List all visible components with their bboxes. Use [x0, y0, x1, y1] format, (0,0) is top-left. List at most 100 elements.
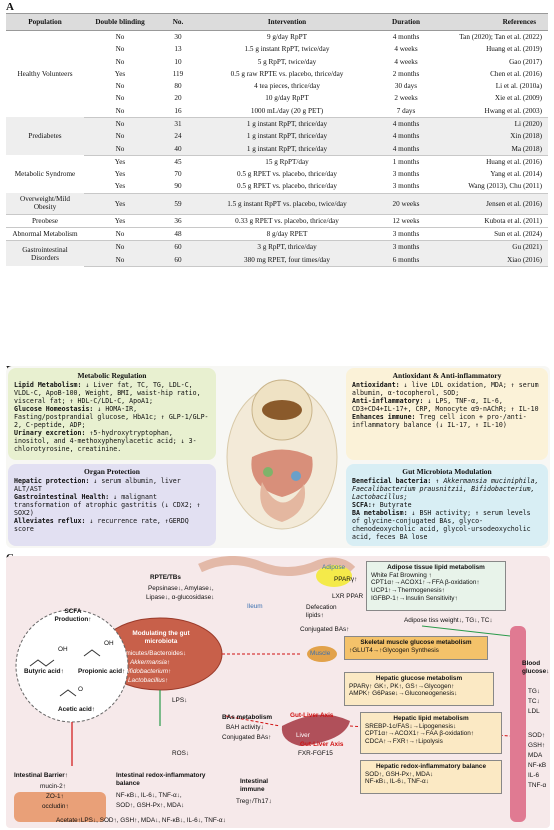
duration-cell: 4 months	[374, 142, 438, 156]
population-cell: Prediabetes	[6, 117, 84, 156]
double-blinding-cell: Yes	[114, 157, 126, 166]
table-header-row: Population Double blinding No. Intervent…	[6, 13, 548, 31]
lipid-metabolism-text: Lipid Metabolism: ↓ Liver fat, TC, TG, L…	[14, 381, 201, 406]
double-blinding-cell: Yes	[84, 180, 156, 194]
intervention-cell: 4 tea pieces, thrice/day	[254, 82, 320, 91]
intestinal-redox-title: Intestinal redox-inflammatory balance	[116, 772, 206, 787]
hepatic-protection-text: Hepatic protection: ↓ serum albumin, liv…	[14, 477, 181, 494]
reference-cell: Kubota et al. (2011)	[438, 214, 548, 229]
microbiota-line1: Firmicutes/Bacteroides↓	[118, 650, 187, 657]
duration-cell: 2 months	[392, 69, 420, 78]
alleviates-reflux-text: Alleviates reflux: ↓ recurrence rate, ↑G…	[14, 517, 189, 534]
intervention-cell: 1 g instant RpPT, thrice/day	[200, 142, 374, 156]
intestinal-immune-line1: Treg↑/Th17↓	[236, 798, 272, 805]
fxr-label: FXR-FGF15	[298, 750, 333, 757]
number-cell: 30	[174, 33, 182, 41]
reference-cell: Li et al. (2010a)	[495, 82, 542, 91]
scfa-text: SCFA:↑ Butyrate	[352, 501, 412, 510]
hepatic-lipid-title: Hepatic lipid metabolism	[393, 715, 469, 722]
muscle-icon	[307, 646, 337, 662]
intestinal-redox-line2: SOD↑, GSH-Px↑, MDA↓	[116, 802, 185, 809]
adipose-label: Adipose	[322, 564, 346, 571]
number-cell: 90	[156, 180, 200, 194]
duration-cell: 3 months	[392, 170, 420, 179]
intervention-cell: 8 g/day RPET	[200, 227, 374, 242]
liver-icon	[251, 449, 313, 497]
antioxidant-box: Antioxidant & Anti-inflammatory Antioxid…	[346, 368, 548, 460]
duration-cell: 2 weeks	[394, 94, 418, 103]
hepatic-redox-box: Hepatic redox-inflammatory balance SOD↑,…	[360, 760, 502, 794]
intervention-cell: 1000 mL/day (20 g PET)	[200, 104, 374, 118]
duration-cell: 4 months	[392, 33, 420, 41]
bas-metabolism-title: BAs metabolism	[222, 714, 273, 721]
number-cell: 45	[174, 157, 182, 166]
blood-sod: SOD↑	[528, 732, 546, 739]
intestinal-barrier-title: Intestinal Barrier↑	[14, 772, 68, 779]
double-blinding-cell: No	[84, 117, 156, 131]
rpte-line1: Pepsinase↓, Amylase↓,	[148, 585, 214, 592]
double-blinding-cell: No	[84, 227, 156, 242]
double-blinding-cell: No	[115, 57, 125, 66]
reference-cell: Gu (2021)	[438, 240, 548, 254]
blood-nfkb: NF-κB	[528, 762, 547, 769]
duration-cell: 6 months	[374, 253, 438, 267]
lxr-label: LXR PPAR	[332, 593, 364, 600]
occludin-label: occludin↑	[42, 803, 69, 810]
intervention-cell: 1.5 g instant RpPT vs. placebo, twice/da…	[200, 193, 374, 215]
population-cell: Overweight/Mild Obesity	[6, 193, 84, 215]
population-cell: Gastrointestinal Disorders	[6, 240, 84, 267]
hepatic-redox-line2: NF-κB↓, IL-6↓, TNF-α↓	[365, 778, 429, 786]
reference-cell: Huang et al. (2016)	[486, 157, 542, 166]
hepatic-glucose-title: Hepatic glucose metabolism	[375, 675, 463, 682]
number-cell: 59	[156, 193, 200, 215]
blood-tc: TC↓	[528, 698, 540, 705]
duration-cell: 20 weeks	[374, 193, 438, 215]
hepatic-glucose-line4: G6Pase↓→Gluconeogenesis↓	[372, 690, 458, 698]
scfa-oh-butyric: OH	[58, 646, 68, 653]
hepatic-glucose-ppar: PPARγ↑	[349, 682, 373, 690]
antioxidant-text: Antioxidant: ↓ live LDL oxidation, MDA; …	[352, 381, 539, 398]
microbiota-title: Modulating the gut microbiota	[132, 630, 190, 645]
intervention-cell: 1 g instant RpPT, thrice/day	[200, 130, 374, 143]
reference-cell: Jensen et al. (2016)	[438, 193, 548, 215]
organ-protection-box: Organ Protection Hepatic protection: ↓ s…	[8, 464, 216, 546]
butyric-acid-label: Butyric acid↑	[24, 668, 64, 675]
reference-cell: Xin (2018)	[438, 130, 548, 143]
duration-cell: 1 months	[392, 157, 420, 166]
reference-cell: Huang et al. (2019)	[486, 45, 542, 54]
blood-ldl: LDL	[528, 708, 540, 715]
intestine-loop-icon	[198, 556, 356, 576]
double-blinding-cell: Yes	[84, 193, 156, 215]
hepatic-lipid-line1: SREBP-1c/FAS↓→Lipogenesis↓	[365, 722, 457, 730]
number-cell: 36	[156, 214, 200, 229]
intestinal-redox-line1: NF-κB↓, IL-6↓, TNF-α↓,	[116, 792, 182, 799]
blood-glucose-title: Blood glucose↓	[522, 660, 550, 675]
metabolic-regulation-box: Metabolic Regulation Lipid Metabolism: ↓…	[8, 368, 216, 460]
zo1-label: ZO-1↑	[46, 793, 64, 800]
clinical-trials-table: Population Double blinding No. Intervent…	[6, 13, 548, 267]
lps-label: LPS↓	[172, 697, 188, 704]
population-cell: Healthy Volunteers	[17, 70, 73, 79]
number-cell: 24	[156, 130, 200, 143]
reference-cell: Xie et al. (2009)	[494, 94, 542, 103]
hepatic-lipid-line2: CPT1α↑→ACOX1↑→FAA β-oxidation↑	[365, 730, 474, 738]
population-cell: Metabolic Syndrome	[14, 170, 76, 179]
adipose-box-title: Adipose tissue lipid metabolism	[387, 564, 485, 571]
microbiota-line2: Akkermansia↑	[130, 659, 171, 666]
gut-liver-axis-1: Gut-Liver Axis	[290, 712, 334, 719]
propionic-acid-molecule	[83, 649, 101, 657]
